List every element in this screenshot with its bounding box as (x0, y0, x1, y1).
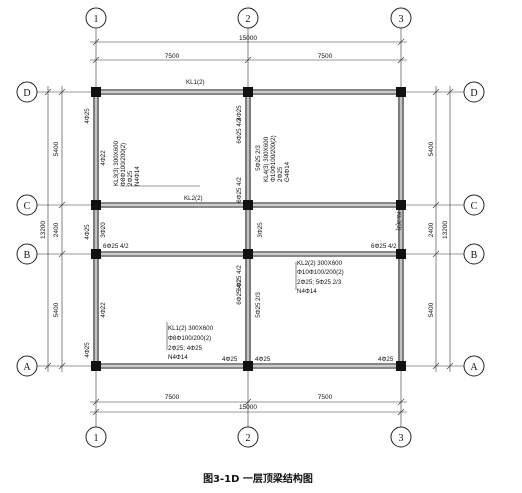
figure-caption: 图3-1D 一层顶梁结构图 (203, 472, 313, 485)
kl4-annotation-block: KL4(3) 300X600 Φ10Φ100/200(2) 2Φ25 G4Φ14 (263, 135, 291, 182)
kl1-block-line-2: Φ8Φ100/200(2) (168, 335, 211, 342)
dim-left-ba: 5400 (53, 302, 60, 317)
column-1C (91, 200, 101, 210)
axis-label-3-top: 3 (399, 14, 404, 25)
top-dimension-lines (90, 38, 407, 64)
kl2-block-line-2: Φ10Φ100/200(2) (297, 269, 344, 276)
column-2B (243, 249, 253, 259)
dim-top-total: 15000 (239, 35, 257, 42)
dim-right-dc: 5400 (428, 141, 435, 156)
axis-label-C-right: C (471, 201, 478, 212)
label-b-mid-3phi25: 3Φ25 (257, 222, 264, 238)
column-2C (243, 200, 253, 210)
axis-label-1-top: 1 (94, 14, 99, 25)
label-lower-mid-6phi25-42: 6Φ25 4/2 (236, 265, 243, 291)
bottom-axis-bubbles: 1 2 3 (85, 426, 412, 448)
label-c-left-3phi20: 3Φ20 (100, 222, 107, 238)
kl4-block-line-1: KL4(3) 300X600 (263, 136, 270, 182)
axis-label-D-left: D (23, 88, 30, 99)
kl3-block-line-1: KL3(3) 300X600 (113, 140, 120, 186)
label-b-right-6phi25-42: 6Φ25 4/2 (371, 243, 397, 250)
kl1-block-line-1: KL1(2) 300X600 (168, 325, 214, 332)
right-axis-bubbles: D C B A (463, 81, 485, 377)
axis-label-1-bottom: 1 (94, 433, 99, 444)
left-dimension-lines (44, 86, 66, 372)
bottom-dimension-lines (90, 398, 407, 416)
dim-bottom-total: 15000 (239, 404, 257, 411)
label-a-left-4phi25: 4Φ25 (84, 342, 91, 358)
axis-label-A-left: A (23, 362, 31, 373)
dim-top-right: 7500 (318, 53, 333, 60)
label-mid-top-4phi25: 4Φ25 (236, 105, 243, 121)
columns (91, 87, 406, 371)
kl2-block-line-4: N4Φ14 (297, 288, 317, 295)
dim-left-dc: 5400 (53, 141, 60, 156)
kl1-block-line-4: N4Φ14 (168, 354, 188, 361)
label-kl1-top: KL1(2) (186, 79, 205, 86)
axis-label-2-bottom: 2 (246, 433, 251, 444)
axis-label-3-bottom: 3 (399, 433, 404, 444)
label-c-left-4phi25: 4Φ25 (84, 224, 91, 240)
kl4-block-line-4: G4Φ14 (284, 161, 291, 182)
label-b-left-6phi25-42: 6Φ25 4/2 (103, 243, 129, 250)
right-dimension-lines (432, 86, 454, 372)
dim-left-total: 13200 (40, 221, 47, 239)
dim-top-left: 7500 (165, 53, 180, 60)
label-mid-top-6phi25-42: 6Φ25 4/2 (236, 117, 243, 143)
top-axis-bubbles: 1 2 3 (85, 7, 412, 29)
axis-label-2-top: 2 (246, 14, 251, 25)
label-d1-4phi25: 4Φ25 (84, 108, 91, 124)
column-3D (396, 87, 406, 97)
kl2-block-line-1: KL2(2) 300X600 (297, 260, 343, 267)
axis-label-A-right: A (470, 362, 478, 373)
label-a-mid2-4phi25: 4Φ25 (255, 356, 271, 363)
label-kl2-mid: KL2(2) (184, 195, 203, 202)
axis-label-B-right: B (471, 250, 478, 261)
dim-bottom-left: 7500 (165, 394, 180, 401)
dim-right-total: 13200 (442, 221, 449, 239)
kl2-block-line-3: 2Φ25; 5Φ25 2/3 (297, 279, 342, 286)
column-3A (396, 361, 406, 371)
dim-bottom-right: 7500 (318, 394, 333, 401)
axis-label-D-right: D (470, 88, 477, 99)
beams (93, 89, 404, 369)
kl3-block-line-2: Φ8Φ100/200(2) (120, 143, 127, 186)
axis-label-C-left: C (24, 201, 31, 212)
label-lower-mid-6phi25-42-alt: 6Φ25 4/2 (236, 279, 243, 305)
column-1A (91, 361, 101, 371)
column-1D (91, 87, 101, 97)
column-1B (91, 249, 101, 259)
label-a-right-4phi25: 4Φ25 (378, 356, 394, 363)
dim-right-cb: 2400 (428, 222, 435, 237)
kl4-block-line-3: 2Φ25 (277, 166, 284, 182)
column-3B (396, 249, 406, 259)
label-lower-left-4phi22: 4Φ22 (100, 302, 107, 318)
axis-label-B-left: B (24, 250, 31, 261)
dim-left-cb: 2400 (53, 222, 60, 237)
kl1-annotation-block: KL1(2) 300X600 Φ8Φ100/200(2) 2Φ25; 4Φ25 … (166, 322, 214, 361)
label-mid-6phi25-42-upper2: 6Φ25 4/2 (236, 177, 243, 203)
column-3C (396, 200, 406, 210)
kl3-block-line-3: 2Φ25 (127, 170, 134, 186)
label-kl3-right: KL3(3) (395, 212, 402, 231)
label-mid-5phi25-23-upper: 5Φ25 2/3 (255, 145, 262, 171)
label-d1-4phi22: 4Φ22 (100, 150, 107, 166)
dim-right-ba: 5400 (428, 302, 435, 317)
kl4-block-line-2: Φ10Φ100/200(2) (270, 135, 277, 182)
kl3-block-line-4: N4Φ14 (134, 166, 141, 186)
column-2A (243, 361, 253, 371)
kl2-annotation-block: KL2(2) 300X600 Φ10Φ100/200(2) 2Φ25; 5Φ25… (295, 260, 344, 295)
kl3-annotation-block: KL3(3) 300X600 Φ8Φ100/200(2) 2Φ25 N4Φ14 (113, 140, 200, 187)
label-a-mid-4phi25: 4Φ25 (222, 356, 238, 363)
column-2D (243, 87, 253, 97)
label-lower-mid-5phi25-23: 5Φ25 2/3 (255, 292, 262, 318)
kl1-block-line-3: 2Φ25; 4Φ25 (168, 345, 203, 352)
left-axis-bubbles: D C B A (16, 81, 38, 377)
